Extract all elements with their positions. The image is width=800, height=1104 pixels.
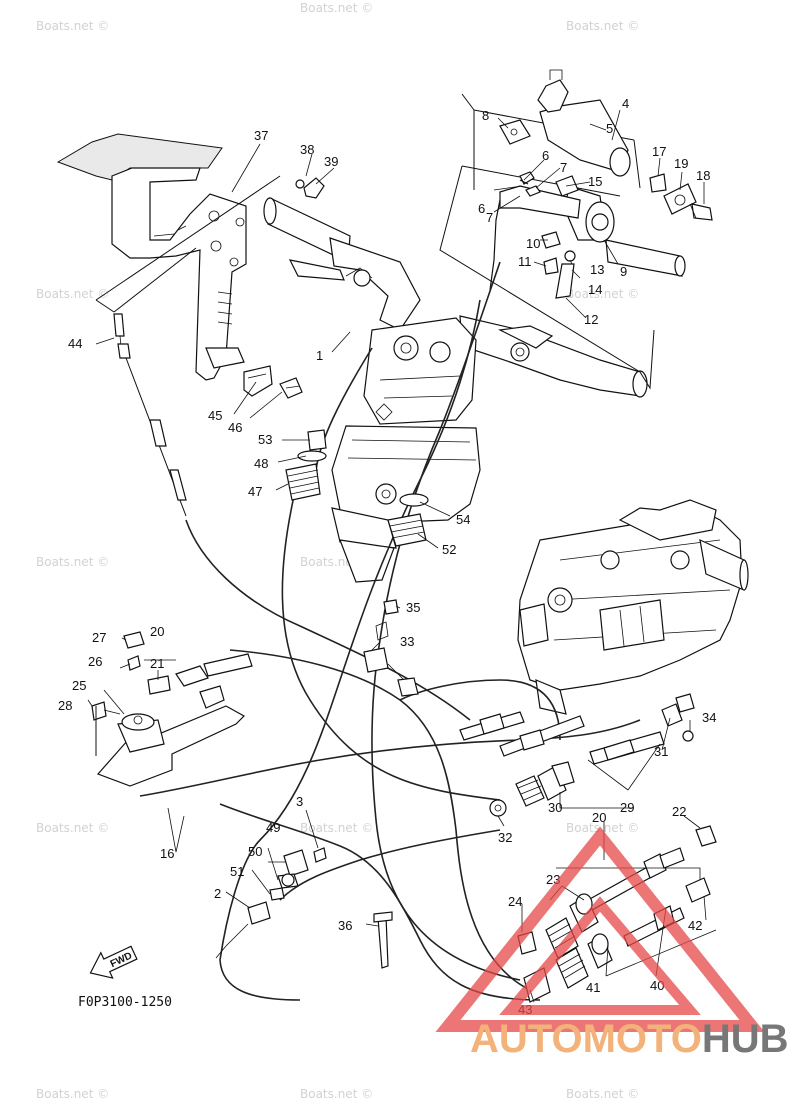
part-number-label: 39 (324, 154, 338, 169)
part-number-label: 19 (674, 156, 688, 171)
small-hardware (363, 599, 419, 697)
part-number-label: 6 (542, 148, 549, 163)
part-number-label: 28 (58, 698, 72, 713)
part-number-label: 29 (620, 800, 634, 815)
part-number-label: 7 (486, 210, 493, 225)
part-number-label: 46 (228, 420, 242, 435)
watermark: Boats.net © (566, 19, 639, 33)
fwd-arrow: FWD (89, 945, 138, 979)
part-number-label: 47 (248, 484, 262, 499)
cable-ends-right (459, 693, 695, 817)
part-number-label: 24 (508, 894, 522, 909)
part-number-label: 3 (296, 794, 303, 809)
part-number-label: 5 (606, 121, 613, 136)
small-parts-lower-left (215, 847, 393, 969)
part-number-label: 35 (406, 600, 420, 615)
part-number-label: 42 (688, 918, 702, 933)
watermark: Boats.net © (300, 1087, 373, 1101)
engine (517, 499, 749, 715)
part-number-label: 27 (92, 630, 106, 645)
part-number-label: 49 (266, 820, 280, 835)
part-number-label: 54 (456, 512, 470, 527)
part-number-label: 17 (652, 144, 666, 159)
part-number-label: 15 (588, 174, 602, 189)
watermark: Boats.net © (36, 19, 109, 33)
brand-name-part1: AUTOMOTO (470, 1017, 702, 1061)
brand-logo: AUTOMOTOHUB (435, 826, 789, 1061)
part-number-label: 18 (696, 168, 710, 183)
part-number-label: 10 (526, 236, 540, 251)
part-number-label: 38 (300, 142, 314, 157)
part-number-label: 4 (622, 96, 629, 111)
part-number-label: 48 (254, 456, 268, 471)
part-number-label: 37 (254, 128, 268, 143)
watermark: Boats.net © (36, 287, 109, 301)
part-labels: 1 2 3 4 5 6 6 7 7 8 9 10 11 12 13 14 15 … (58, 96, 716, 1017)
part-number-label: 14 (588, 282, 602, 297)
part-number-label: 44 (68, 336, 82, 351)
part-number-label: 52 (442, 542, 456, 557)
part-number-label: 30 (548, 800, 562, 815)
part-number-label: 7 (560, 160, 567, 175)
watermark: Boats.net © (566, 821, 639, 835)
part-number-label: 21 (150, 656, 164, 671)
watermark: Boats.net © (36, 555, 109, 569)
brand-triangle-inner (499, 896, 701, 1015)
part-number-label: 45 (208, 408, 222, 423)
part-number-label: 6 (478, 201, 485, 216)
part-number-label: 9 (620, 264, 627, 279)
part-number-label: 34 (702, 710, 716, 725)
watermark: Boats.net © (566, 287, 639, 301)
leader-lines (87, 109, 717, 1003)
part-number-label: 2 (214, 886, 221, 901)
part-number-label: 20 (150, 624, 164, 639)
brand-name: AUTOMOTOHUB (470, 1017, 789, 1061)
control-cables (139, 261, 641, 1001)
part-number-label: 20 (592, 810, 606, 825)
watermark: Boats.net © (300, 821, 373, 835)
part-number-label: 22 (672, 804, 686, 819)
fwd-label: FWD (109, 950, 134, 970)
part-number-label: 36 (338, 918, 352, 933)
part-number-label: 8 (482, 108, 489, 123)
watermark: Boats.net © (36, 1087, 109, 1101)
pedal-assembly (56, 133, 325, 399)
part-number-label: 12 (584, 312, 598, 327)
watermark: Boats.net © (566, 1087, 639, 1101)
watermark: Boats.net © (300, 1, 373, 15)
watermark: Boats.net © (36, 821, 109, 835)
throttle-rod (113, 313, 187, 517)
part-number-label: 25 (72, 678, 86, 693)
shift-lever-assembly (91, 631, 253, 787)
part-number-label: 26 (88, 654, 102, 669)
diagram-code: F0P3100-1250 (78, 995, 172, 1010)
part-number-label: 11 (518, 254, 532, 269)
part-number-label: 51 (230, 864, 244, 879)
part-number-label: 41 (586, 980, 600, 995)
part-number-label: 13 (590, 262, 604, 277)
part-number-label: 53 (258, 432, 272, 447)
part-number-label: 1 (316, 348, 323, 363)
steering-column (331, 317, 481, 583)
grip-unit (439, 69, 713, 390)
brand-name-part2: HUB (702, 1017, 789, 1061)
part-number-label: 31 (654, 744, 668, 759)
brand-triangle (435, 826, 765, 1032)
handlebar (263, 197, 648, 398)
part-number-label: 16 (160, 846, 174, 861)
part-number-label: 33 (400, 634, 414, 649)
part-number-label: 50 (248, 844, 262, 859)
part-number-label: 32 (498, 830, 512, 845)
